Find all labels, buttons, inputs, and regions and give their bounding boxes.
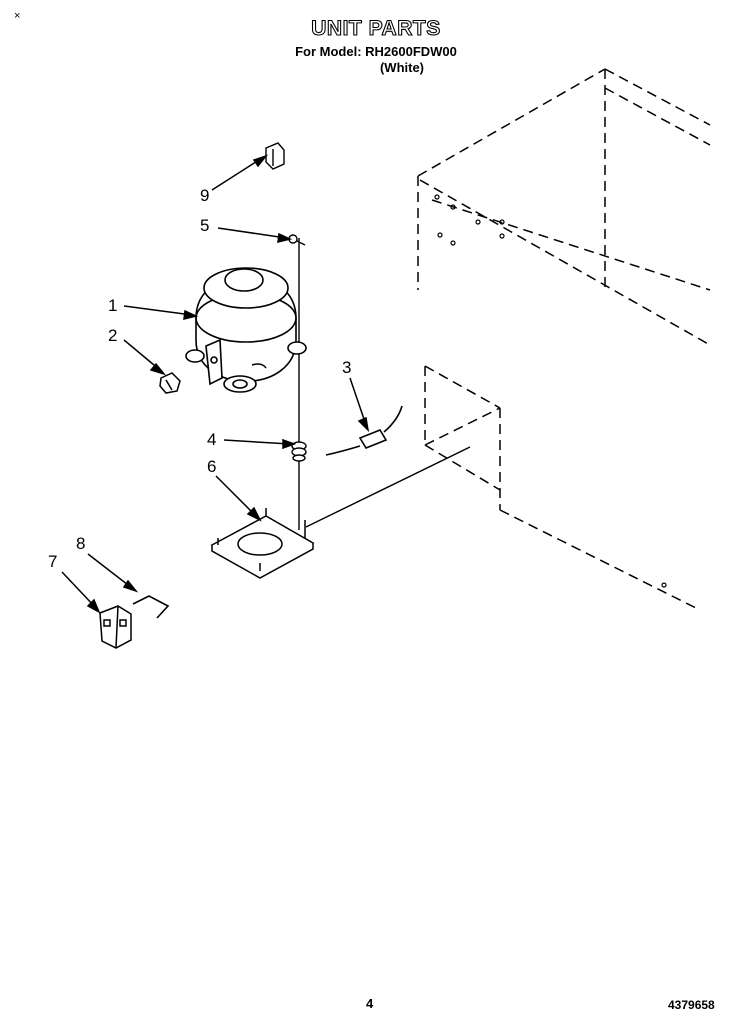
relay-cover-part — [265, 142, 285, 170]
document-number: 4379658 — [668, 998, 715, 1012]
callout-8: 8 — [76, 534, 86, 553]
callout-4: 4 — [207, 430, 217, 449]
compressor-part — [185, 267, 307, 393]
process-plug-part — [288, 234, 306, 246]
corner-mark: × — [14, 10, 21, 22]
page-number: 4 — [366, 996, 374, 1011]
suction-tube — [305, 446, 471, 528]
model-subtitle: For Model: RH2600FDW00 (White) — [0, 44, 752, 76]
callout-7: 7 — [48, 552, 58, 571]
overload-clip-part — [132, 595, 170, 619]
callout-6: 6 — [207, 457, 217, 476]
mounting-plate-part — [210, 508, 315, 579]
callout-9: 9 — [200, 186, 210, 205]
callout-5: 5 — [200, 216, 210, 235]
relay-overload-part — [99, 605, 132, 649]
callout-2: 2 — [108, 326, 118, 345]
cabinet-outline — [417, 68, 711, 611]
model-line: For Model: RH2600FDW00 — [295, 44, 457, 59]
drier-part — [325, 405, 403, 456]
page-title: UNIT PARTS — [311, 16, 441, 40]
compressor-clip-part — [159, 372, 181, 394]
grommet-part — [291, 441, 307, 462]
callout-3: 3 — [342, 358, 352, 377]
callout-1: 1 — [108, 296, 118, 315]
leader-lines — [61, 154, 370, 614]
cabinet-holes — [434, 194, 667, 588]
color-line: (White) — [379, 60, 425, 75]
